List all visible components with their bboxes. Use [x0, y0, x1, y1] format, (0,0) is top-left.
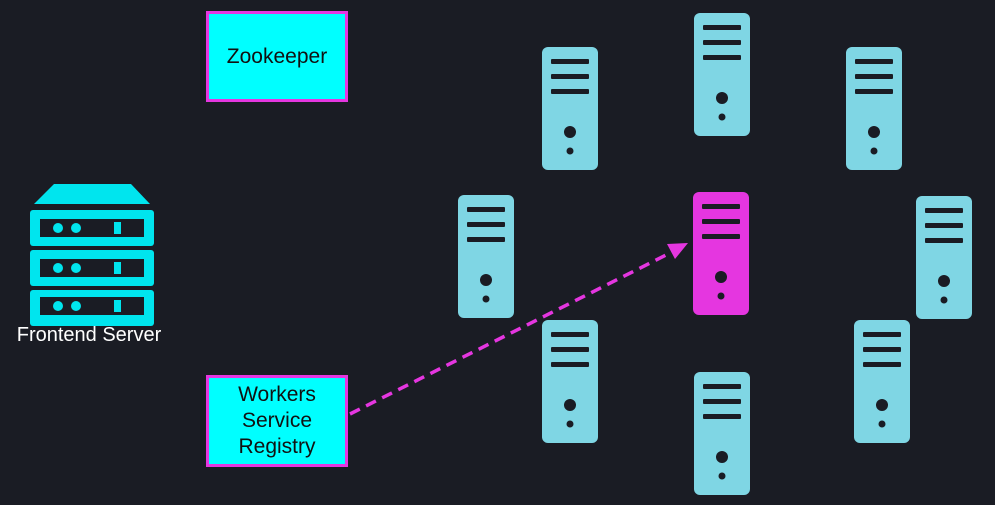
worker-server-icon: [916, 196, 972, 319]
service-registry-label: Workers Service Registry: [238, 383, 316, 458]
worker-server-icon: [542, 47, 598, 170]
registry-to-worker-arrow: [349, 243, 688, 416]
zookeeper-label: Zookeeper: [226, 44, 328, 68]
worker-server-icon: [694, 13, 750, 136]
frontend-server-icon: [30, 184, 154, 326]
worker-server-icon: [458, 195, 514, 318]
highlighted-worker-server-icon: [693, 192, 749, 315]
worker-server-icon: [854, 320, 910, 443]
worker-server-icon: [542, 320, 598, 443]
service-registry-box: Workers Service Registry: [206, 375, 348, 467]
frontend-server-label: Frontend Server: [16, 324, 162, 346]
zookeeper-box: Zookeeper: [206, 11, 348, 102]
worker-server-icon: [694, 372, 750, 495]
worker-server-icon: [846, 47, 902, 170]
